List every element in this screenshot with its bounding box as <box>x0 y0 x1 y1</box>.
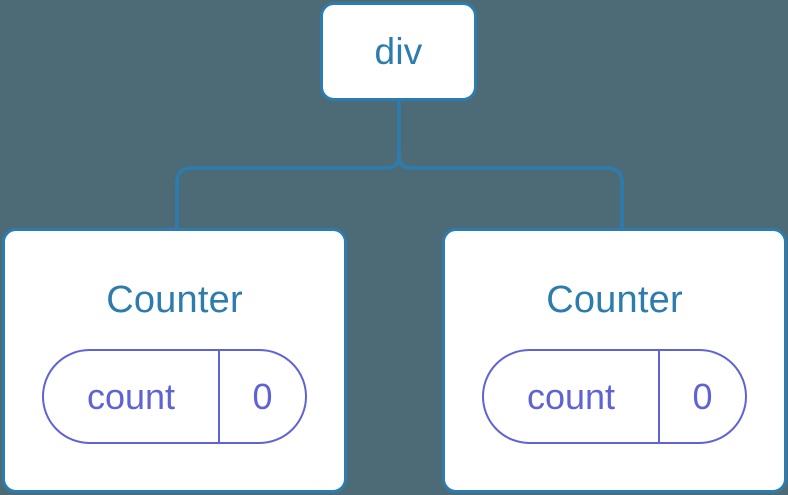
node-counter-right-label: Counter <box>546 279 683 321</box>
node-div[interactable]: div <box>320 2 477 101</box>
state-key-right: count <box>484 351 660 442</box>
state-value-right: 0 <box>692 375 713 417</box>
state-key-left: count <box>44 351 220 442</box>
state-pill-right[interactable]: count 0 <box>482 349 747 444</box>
node-counter-right[interactable]: Counter count 0 <box>442 228 787 493</box>
edge-root-to-counter-right <box>397 150 624 230</box>
edge-root-to-counter-left <box>175 150 401 230</box>
node-counter-left-label: Counter <box>106 279 243 321</box>
state-value-left: 0 <box>252 375 273 417</box>
node-div-label: div <box>374 31 423 72</box>
node-counter-left[interactable]: Counter count 0 <box>2 228 347 493</box>
state-pill-left[interactable]: count 0 <box>42 349 307 444</box>
